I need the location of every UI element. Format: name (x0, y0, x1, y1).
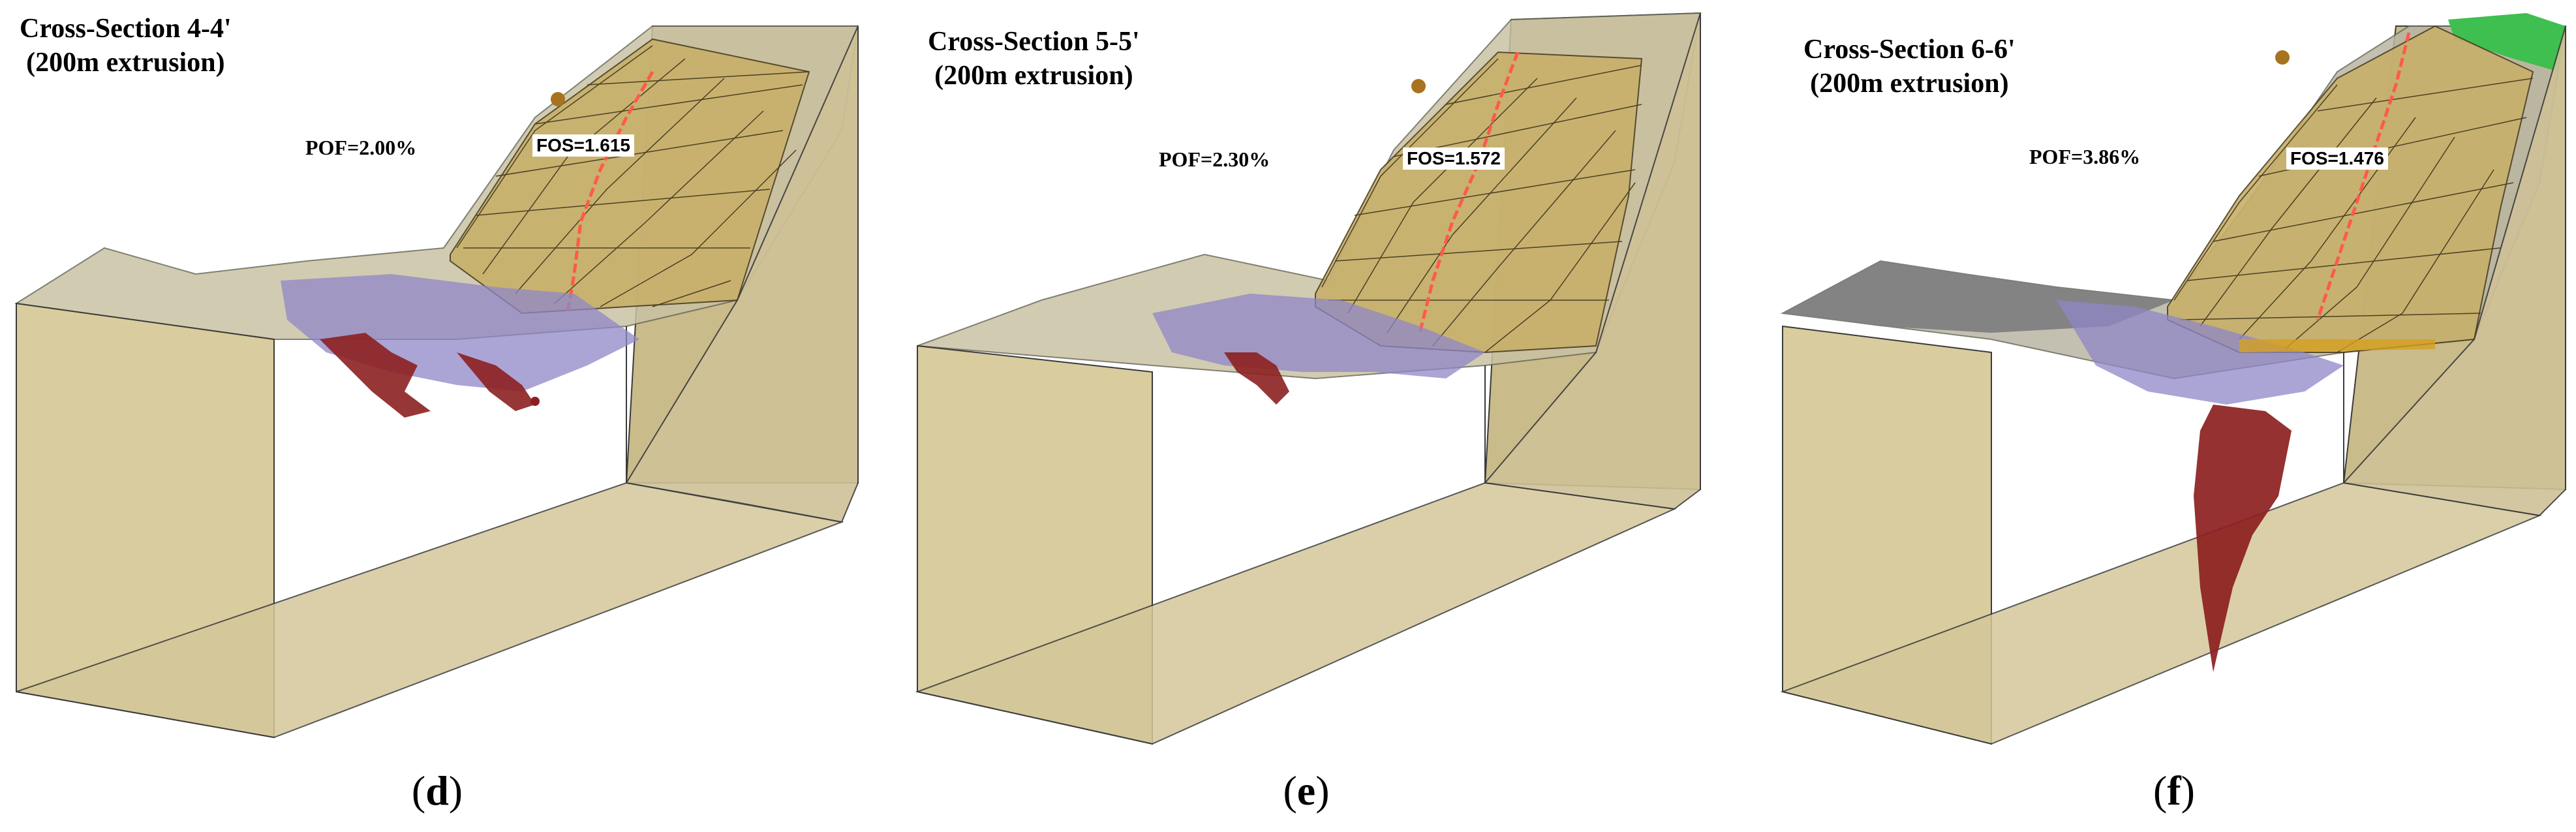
block-bottom-face (1780, 482, 2542, 745)
fos-label: FOS=1.572 (1403, 147, 1505, 170)
panel-e: Cross-Section 5-5' (200m extrusion) POF=… (859, 0, 1717, 832)
plastic-zone-red (1224, 352, 1289, 405)
fos-label: FOS=1.615 (532, 134, 634, 157)
caption-letter: f (2167, 767, 2181, 814)
model-3d-view (14, 25, 859, 739)
plastic-zone-red (320, 333, 535, 418)
panel-d: Cross-Section 4-4' (200m extrusion) POF=… (0, 0, 859, 832)
title-line-2: (200m extrusion) (1810, 69, 2009, 99)
fos-label: FOS=1.476 (2286, 147, 2388, 170)
panel-caption: (d) (411, 767, 463, 814)
critical-slip-line (1418, 52, 1520, 333)
plastic-zone-red-streak (2239, 339, 2435, 352)
block-bottom-face (915, 482, 1677, 745)
vegetation-patch (2448, 13, 2566, 72)
slide-marker (2275, 50, 2290, 65)
caption-letter: e (1296, 767, 1316, 814)
panel-caption: (e) (1283, 767, 1330, 814)
plastic-zone-blue (2057, 300, 2344, 405)
panel-f: Cross-Section 6-6' (200m extrusion) POF=… (1717, 0, 2576, 832)
slip-surface-grid (2173, 78, 2534, 353)
title-line-2: (200m extrusion) (934, 61, 1133, 91)
block-bottom-face (16, 482, 844, 739)
panel-title: Cross-Section 6-6' (200m extrusion) (1803, 33, 2016, 100)
panel-title: Cross-Section 4-4' (200m extrusion) (20, 12, 232, 80)
model-3d-view (1780, 13, 2567, 745)
block-side-face (1484, 12, 1701, 510)
caption-letter: d (425, 767, 449, 814)
title-line-2: (200m extrusion) (26, 48, 225, 78)
slide-marker (551, 92, 565, 106)
slide-marker (1411, 79, 1426, 93)
title-line-1: Cross-Section 4-4' (20, 14, 232, 44)
title-line-1: Cross-Section 5-5' (928, 27, 1140, 57)
pof-label: POF=2.30% (1159, 147, 1270, 171)
panel-title: Cross-Section 5-5' (200m extrusion) (928, 25, 1140, 93)
model-3d-view (915, 12, 1702, 745)
pof-label: POF=2.00% (305, 136, 417, 159)
slip-surface-grid (456, 45, 810, 307)
toe-marker (530, 397, 540, 406)
slip-surface (1315, 51, 1643, 354)
plastic-zone-red (2194, 405, 2292, 672)
critical-slip-line (2316, 32, 2411, 320)
slip-surface-grid (1321, 58, 1642, 353)
critical-slip-line (566, 70, 654, 314)
pof-label: POF=3.86% (2029, 145, 2141, 168)
title-line-1: Cross-Section 6-6' (1803, 35, 2016, 65)
block-side-face (2342, 25, 2566, 517)
panel-caption: (f) (2153, 767, 2195, 814)
